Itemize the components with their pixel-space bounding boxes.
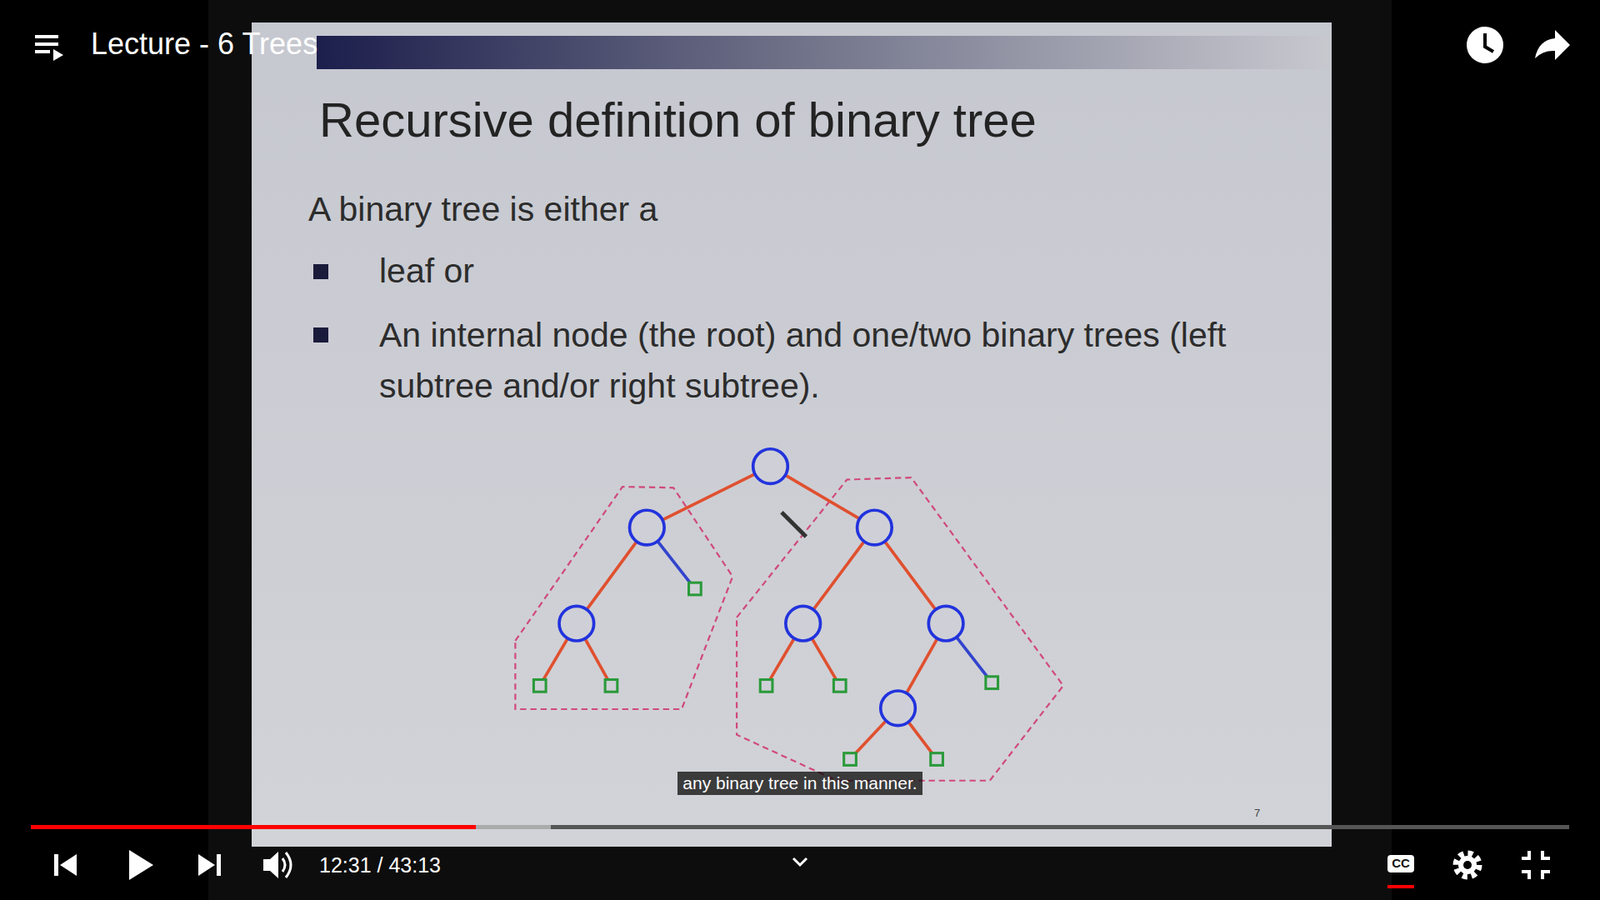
leaf-nodes: [533, 582, 998, 765]
slide-text: An internal node (the root) and one/two …: [379, 310, 1271, 412]
slide-title: Recursive definition of binary tree: [319, 90, 1037, 150]
internal-nodes: [559, 449, 964, 726]
slide-text: A binary tree is either a: [308, 189, 658, 230]
progress-track: [30, 825, 1570, 830]
slide-bar: [316, 35, 1332, 70]
pointer: [781, 512, 806, 537]
tree-edges: [540, 466, 946, 760]
tree-edges: [646, 527, 992, 683]
previous-icon: [54, 854, 77, 876]
subtree-outline: [515, 486, 733, 710]
settings-icon: [1455, 853, 1480, 877]
bullet: [313, 327, 329, 343]
bullet: [313, 264, 329, 280]
subtree-outline: [736, 477, 1064, 781]
chevron-icon: [793, 858, 807, 865]
page-number: 7: [1254, 806, 1260, 820]
progress-played: [30, 825, 476, 830]
exit-fullscreen-icon: [1521, 850, 1550, 880]
volume-icon: [263, 851, 291, 879]
video-title: Lecture - 6 Trees: [90, 25, 318, 62]
share-icon: [1535, 30, 1570, 60]
slide: [251, 22, 1332, 847]
slide-text: leaf or: [379, 250, 475, 292]
cc-underline: [1387, 885, 1415, 889]
progress-buffer: [30, 825, 551, 830]
watch-later-icon: [1466, 26, 1504, 64]
time-display: 12:31 / 43:13: [319, 852, 441, 878]
play-icon: [129, 850, 154, 880]
subtitle-caption: any binary tree in this manner.: [677, 771, 922, 795]
playlist-icon: [35, 35, 64, 61]
binary-tree: [515, 449, 1064, 781]
next-icon: [198, 854, 221, 876]
video-surround: [208, 0, 1392, 900]
cc-button: CC: [1387, 855, 1415, 873]
